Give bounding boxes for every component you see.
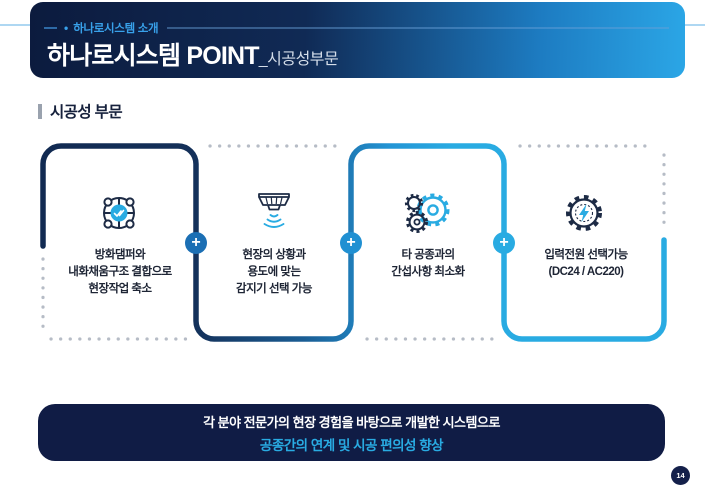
page-number-badge: 14 [671,466,690,485]
fire-damper-check-icon [93,187,145,239]
card-label: 타 공종과의 간섭사항 최소화 [352,247,504,281]
section-heading-bar [38,103,42,119]
card-label: 현장의 상황과 용도에 맞는 감지기 선택 가능 [198,247,350,298]
card-label-line: 용도에 맞는 [247,266,301,278]
feature-cards-region: + + + [40,143,667,342]
card-label-line: 내화채움구조 결합으로 [68,266,172,278]
card-label-line: 입력전원 선택가능 [544,249,628,261]
power-gear-icon [558,187,610,239]
card-label: 방화댐퍼와 내화채움구조 결합으로 현장작업 축소 [44,247,196,298]
plus-connector-icon: + [493,232,515,254]
header-guide-line-right [684,24,705,26]
header-guide-line-left [0,24,30,26]
bullet-icon: • [64,21,69,35]
plus-connector-icon: + [185,232,207,254]
card-label: 입력전원 선택가능 (DC24 / AC220) [510,247,662,281]
card-label-line: 감지기 선택 가능 [236,283,312,295]
eyebrow-label: 하나로시스템 소개 [73,23,159,35]
smoke-detector-icon [248,187,300,239]
card-label-line: (DC24 / AC220) [548,266,624,278]
page-title-suffix: _시공성부문 [258,51,339,68]
eyebrow-rule [167,27,669,29]
section-heading-label: 시공성 부문 [50,104,123,121]
section-heading: 시공성 부문 [38,100,123,122]
eyebrow-dash [44,27,57,29]
summary-line2: 공종간의 연계 및 시공 편의성 향상 [259,437,444,453]
header-eyebrow-row: • 하나로시스템 소개 [44,20,685,36]
header-banner: • 하나로시스템 소개 하나로시스템 POINT_시공성부문 [30,2,685,78]
card-label-line: 타 공종과의 [401,249,455,261]
page-title: 하나로시스템 POINT_시공성부문 [47,36,339,72]
summary-banner: 각 분야 전문가의 현장 경험을 바탕으로 개발한 시스템으로 공종간의 연계 … [38,404,665,461]
page-title-main: 하나로시스템 POINT [47,42,260,70]
gears-icon [401,187,453,239]
card-label-line: 간섭사항 최소화 [391,266,465,278]
summary-line1: 각 분야 전문가의 현장 경험을 바탕으로 개발한 시스템으로 [203,414,500,430]
card-label-line: 현장의 상황과 [242,249,306,261]
plus-connector-icon: + [340,232,362,254]
card-label-line: 현장작업 축소 [88,283,152,295]
card-label-line: 방화댐퍼와 [94,249,146,261]
